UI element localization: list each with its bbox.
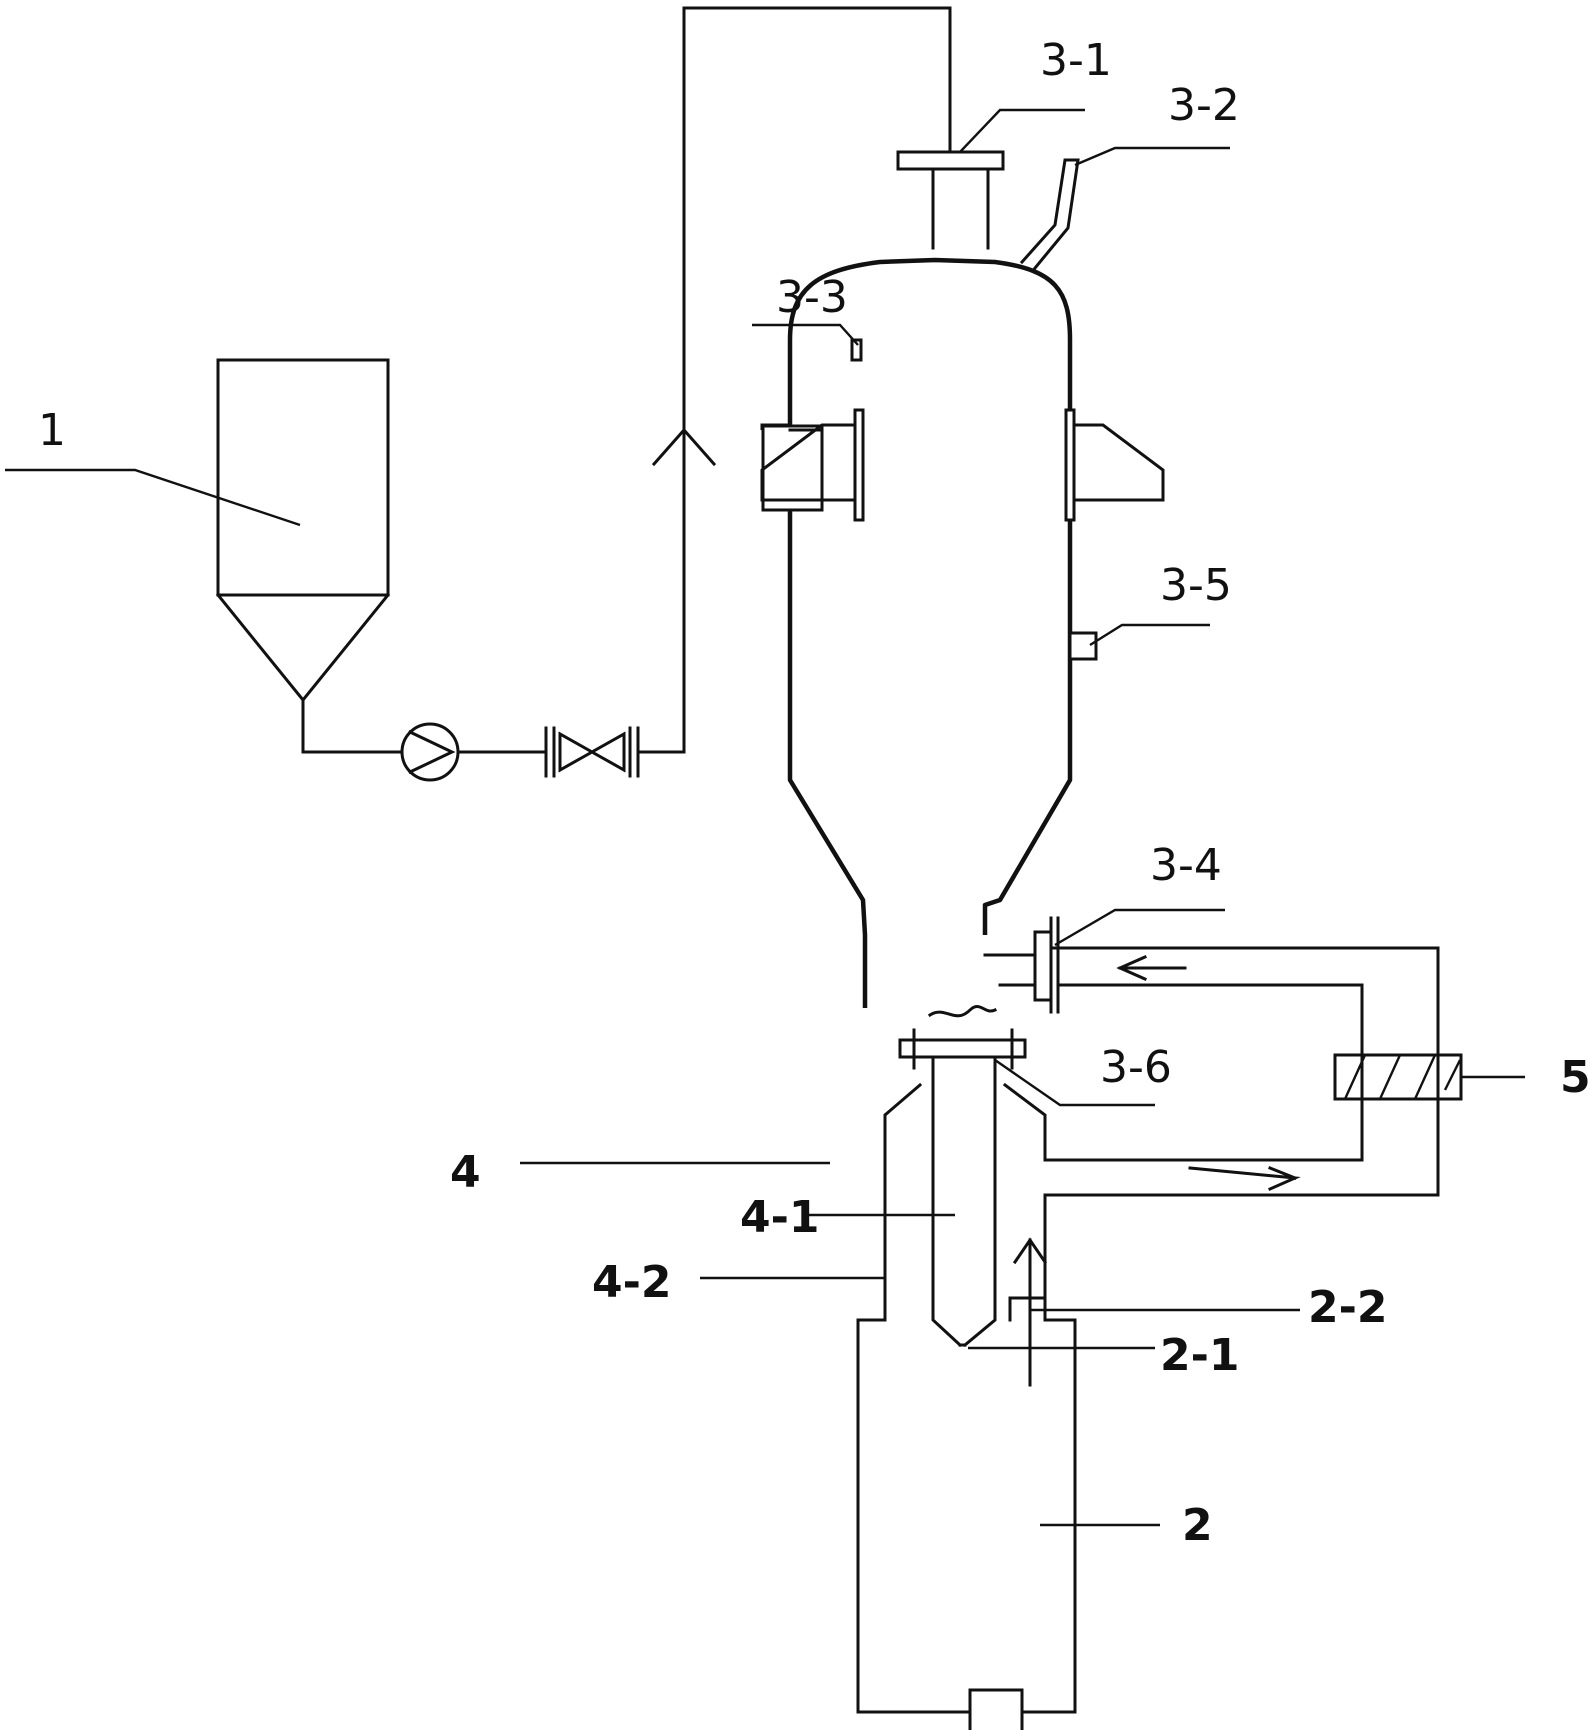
label-4-1: 4-1 [740, 1192, 820, 1243]
arrow-right [1188, 1166, 1301, 1191]
heater-pipe-loop [1049, 946, 1440, 1197]
pump-icon [400, 722, 460, 782]
heater [1333, 1053, 1463, 1101]
heat-exchanger [883, 1055, 1440, 1348]
label-3-6: 3-6 [1100, 1042, 1172, 1093]
flow-arrow-up [651, 427, 717, 467]
label-3-3: 3-3 [776, 272, 848, 323]
label-5: 5 [1560, 1052, 1588, 1103]
label-2-2: 2-2 [1308, 1282, 1388, 1333]
arrow-left [1116, 955, 1187, 981]
label-3-5: 3-5 [1160, 560, 1232, 611]
top-flange [896, 150, 1005, 171]
leader-lines [5, 108, 1525, 1527]
label-4-2: 4-2 [592, 1257, 672, 1308]
label-1: 1 [38, 405, 66, 456]
feed-riser-pipe [636, 6, 952, 754]
label-3-4: 3-4 [1150, 840, 1222, 891]
feed-hopper [215, 358, 404, 754]
label-3-1: 3-1 [1040, 35, 1112, 86]
label-2: 2 [1182, 1500, 1213, 1551]
label-4: 4 [450, 1147, 481, 1198]
valve-icon [544, 726, 640, 778]
label-2-1: 2-1 [1160, 1330, 1240, 1381]
label-3-2: 3-2 [1168, 80, 1240, 131]
lower-tank [856, 1237, 1077, 1730]
